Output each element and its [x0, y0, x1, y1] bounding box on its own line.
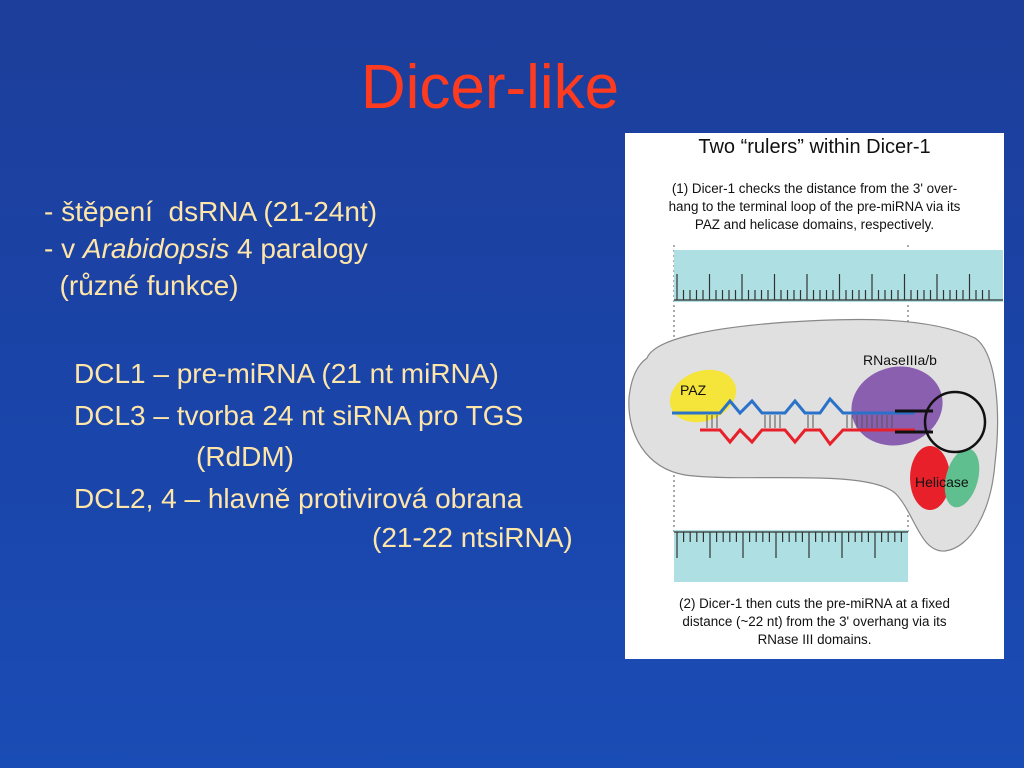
- rna-strand-top: [672, 396, 915, 416]
- slide-title: Dicer-like: [360, 53, 620, 122]
- terminal-loop: [923, 390, 987, 454]
- rna-strand-bottom: [700, 427, 915, 447]
- bullet-arabidopsis: Arabidopsis: [82, 233, 230, 264]
- figure-title: Two “rulers” within Dicer-1: [698, 136, 931, 158]
- helicase-red-domain: [910, 446, 950, 510]
- base-pairs: [706, 415, 893, 428]
- dcl3-line: DCL3 – tvorba 24 nt siRNA pro TGS: [74, 400, 524, 431]
- dicer-diagram: [628, 245, 1003, 582]
- dcl3-subline: (RdDM): [196, 441, 294, 472]
- bullet-paralogs: - v Arabidopsis 4 paralogy: [44, 230, 377, 267]
- bullet-list: - štěpení dsRNA (21-24nt) - v Arabidopsi…: [44, 193, 377, 304]
- dicer-figure: Two “rulers” within Dicer-1 (1) Dicer-1 …: [625, 133, 1004, 659]
- dicer-body: [628, 318, 999, 552]
- helicase-label: Helicase: [915, 474, 969, 490]
- paz-domain: [669, 369, 737, 423]
- ruler-top: [674, 250, 1003, 302]
- bullet-functions: (různé funkce): [44, 270, 239, 301]
- helicase-green-domain: [944, 448, 980, 508]
- figure-caption-top: (1) Dicer-1 checks the distance from the…: [668, 181, 961, 232]
- dcl1-line: DCL1 – pre-miRNA (21 nt miRNA): [74, 358, 499, 389]
- rnase-label: RNaseIIIa/b: [863, 352, 937, 368]
- dcl24-line: DCL2, 4 – hlavně protivirová obrana: [74, 483, 523, 514]
- bullet-cleavage: - štěpení dsRNA (21-24nt): [44, 196, 378, 227]
- bullet-paralogs-suffix: 4 paralogy: [229, 233, 368, 264]
- ruler-bottom-ticks: [676, 532, 902, 558]
- paz-label: PAZ: [680, 382, 707, 398]
- ruler-top-ticks: [676, 274, 990, 300]
- figure-caption-bottom: (2) Dicer-1 then cuts the pre-miRNA at a…: [679, 596, 950, 647]
- rnase-domain: [851, 366, 943, 446]
- bullet-paralogs-prefix: - v: [44, 233, 83, 264]
- dcl24-subline: (21-22 ntsiRNA): [372, 522, 573, 553]
- ruler-bottom: [674, 530, 908, 582]
